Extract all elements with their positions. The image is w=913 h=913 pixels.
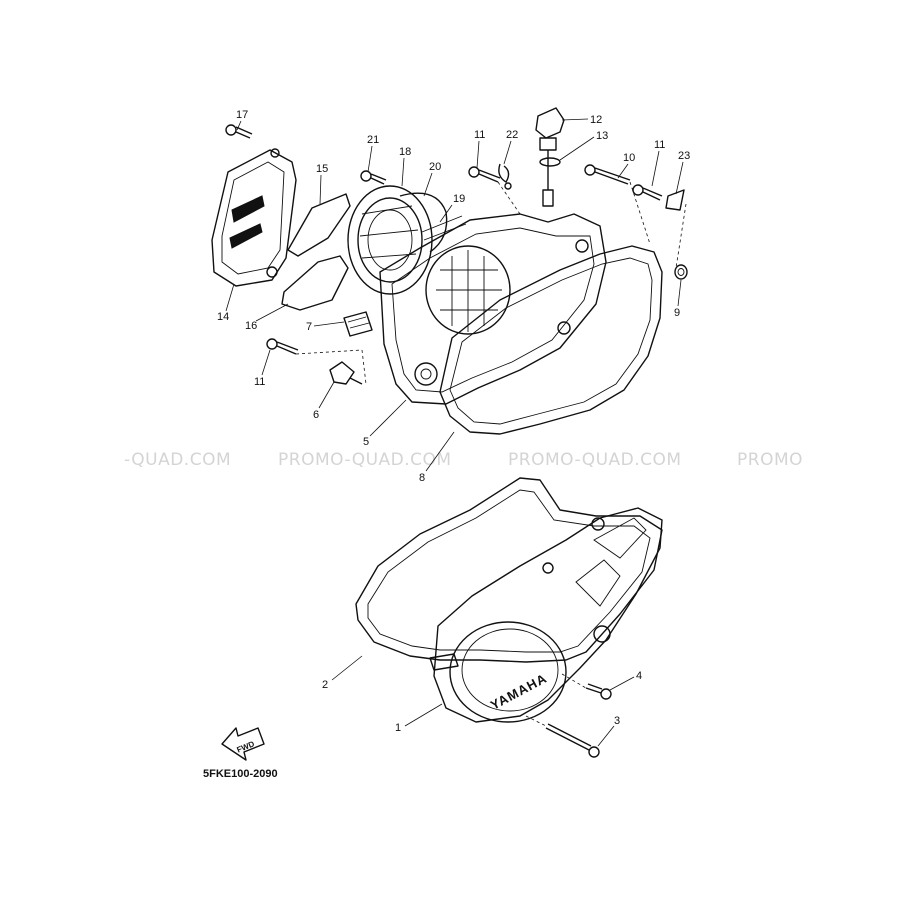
part-3-long-bolt [545, 723, 600, 758]
callout-8: 8 [419, 472, 425, 484]
callout-15: 15 [316, 163, 328, 175]
callout-20: 20 [429, 161, 441, 173]
part-8-gasket [439, 245, 663, 435]
watermark-1: -QUAD.COM [124, 450, 231, 470]
callout-11-c: 11 [254, 376, 265, 388]
callout-6: 6 [313, 409, 319, 421]
part-7-pad [343, 311, 373, 337]
callout-3: 3 [614, 715, 620, 727]
watermark-2: PROMO-QUAD.COM [278, 450, 452, 470]
part-6-plug [329, 361, 363, 385]
callout-4: 4 [636, 670, 642, 682]
part-15-plate [287, 193, 351, 257]
callout-16: 16 [245, 320, 257, 332]
callout-13: 13 [596, 130, 608, 142]
callout-23: 23 [678, 150, 690, 162]
callout-18: 18 [399, 146, 411, 158]
part-9-dowel [674, 264, 688, 280]
callout-22: 22 [506, 129, 518, 141]
callout-17: 17 [236, 109, 248, 121]
callout-7: 7 [306, 321, 312, 333]
callout-2: 2 [322, 679, 328, 691]
fwd-arrow-icon: FWD [221, 727, 265, 761]
part-4-bolt [585, 683, 612, 700]
part-11-bolt-a [468, 166, 501, 183]
part-13-o-ring [539, 157, 561, 167]
part-18-drum [347, 185, 433, 295]
part-5-crankcase [379, 213, 607, 405]
part-12-dipstick [535, 107, 565, 207]
callout-10: 10 [623, 152, 635, 164]
part-11-bolt-c [266, 338, 299, 355]
part-11-bolt-b [632, 184, 663, 201]
watermark-3: PROMO-QUAD.COM [508, 450, 682, 470]
watermark-row: -QUAD.COM PROMO-QUAD.COM PROMO-QUAD.COM … [124, 450, 803, 470]
callout-14: 14 [217, 311, 229, 323]
part-23-bracket [665, 189, 685, 211]
diagram-code: 5FKE100-2090 [203, 768, 278, 780]
part-1-crankcase-cover: YAMAHA [429, 507, 663, 723]
callout-1: 1 [395, 722, 401, 734]
watermark-4: PROMO [737, 450, 803, 470]
part-21-bolt [360, 170, 387, 185]
part-20-ring [399, 192, 448, 253]
part-17-bolt [225, 124, 253, 139]
callout-11-b: 11 [654, 139, 665, 151]
callout-5: 5 [363, 436, 369, 448]
callout-21: 21 [367, 134, 379, 146]
part-14-side-cover [211, 148, 297, 287]
callout-9: 9 [674, 307, 680, 319]
callout-19: 19 [453, 193, 465, 205]
part-16-plate [281, 255, 349, 311]
part-19-shaft [421, 215, 467, 241]
callout-labels: 17 21 18 20 11 22 12 13 10 11 23 15 19 1… [217, 109, 690, 747]
callout-12: 12 [590, 114, 602, 126]
callout-11-a: 11 [474, 129, 485, 141]
part-10-bolt [584, 164, 631, 185]
part-2-gasket [355, 477, 663, 663]
brand-logo-text: YAMAHA [488, 670, 550, 712]
part-22-clip [498, 163, 512, 190]
upper-crankcase-assembly [211, 107, 688, 435]
fwd-label: FWD [235, 739, 255, 754]
